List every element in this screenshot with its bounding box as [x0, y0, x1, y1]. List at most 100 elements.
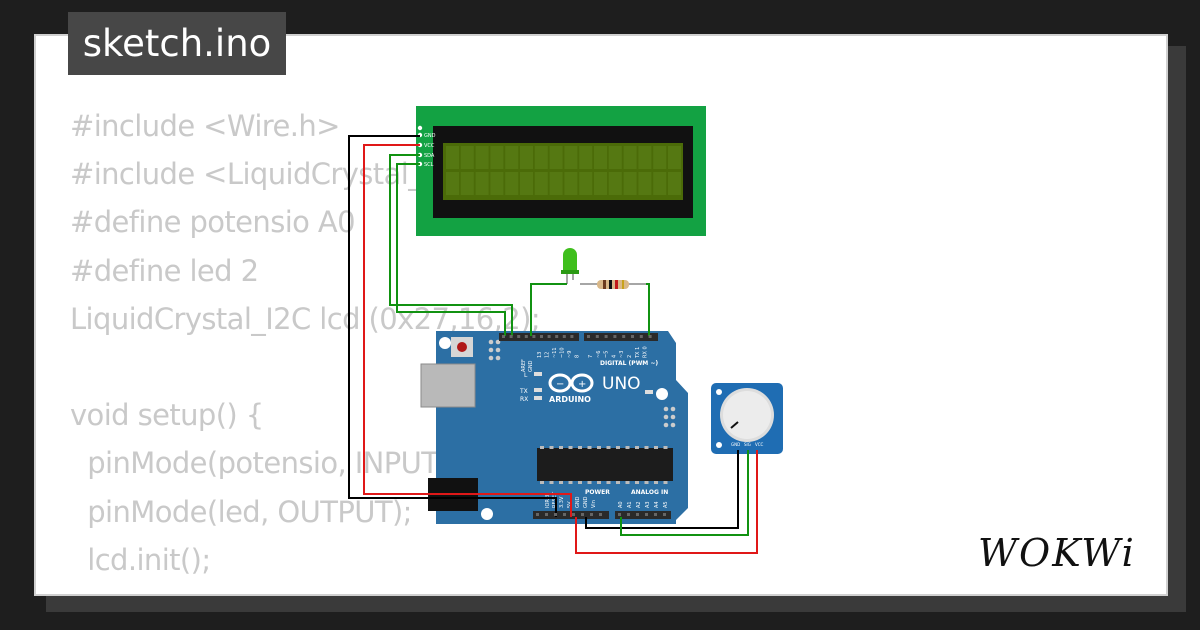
code-line: #define led 2 [70, 253, 259, 288]
lcd-char-cell [520, 172, 533, 195]
lcd-char-cell [549, 172, 563, 195]
tx-label: TX [519, 388, 528, 395]
lcd-char-cell [564, 172, 578, 195]
wire-led-gnd [530, 283, 567, 336]
lcd-char-cell [549, 146, 563, 169]
header-pin[interactable] [590, 513, 593, 516]
header-pin[interactable] [622, 335, 626, 338]
header-pin[interactable] [540, 335, 543, 338]
digital-label: DIGITAL (PWM ~) [600, 360, 658, 367]
header-pin[interactable] [532, 335, 536, 338]
header-pin[interactable] [654, 513, 657, 516]
header-pin[interactable] [587, 335, 590, 338]
analog-pin-label: A2 [636, 501, 642, 508]
green-led[interactable] [561, 248, 579, 284]
lcd-char-cell [505, 172, 519, 195]
arduino-logo-icon [548, 373, 594, 393]
analog-pin-label: A3 [645, 501, 651, 508]
header-pin[interactable] [570, 335, 574, 338]
led-rx-indicator [534, 396, 542, 400]
lcd-char-cell [490, 146, 504, 169]
aref-pin-label: AREF [521, 359, 527, 372]
header-pin[interactable] [639, 335, 643, 338]
digital-pin-label: ~5 [604, 351, 610, 358]
digital-header-left [499, 333, 579, 341]
lcd-character-grid [446, 146, 681, 195]
wire-lcd-scl [396, 163, 506, 336]
header-pin[interactable] [636, 513, 639, 516]
header-pin[interactable] [554, 513, 557, 516]
lcd-pin-scl: SCL [424, 162, 434, 168]
lcd-char-cell [490, 172, 504, 195]
pot-pin-vcc: VCC [755, 442, 764, 447]
digital-pin-label: ~3 [619, 351, 625, 358]
lcd-char-cell [653, 172, 667, 195]
lcd-char-cell [534, 172, 548, 195]
analog-pin-label: A4 [654, 501, 660, 508]
svg-text:+: + [578, 379, 586, 390]
icsp-header [488, 339, 676, 428]
board-brand: ARDUINO [549, 395, 591, 404]
digital-pin-label: 4 [611, 355, 617, 358]
chip-pin [644, 481, 649, 484]
digital-header-right [584, 333, 658, 341]
chip-pin [654, 481, 658, 484]
lcd-char-cell [608, 172, 622, 195]
header-pin[interactable] [509, 335, 513, 338]
wire-pot-gnd [585, 450, 739, 529]
header-pin[interactable] [604, 335, 608, 338]
header-pin[interactable] [517, 335, 521, 338]
header-pin[interactable] [572, 513, 575, 516]
potentiometer[interactable]: GND SIG VCC [711, 383, 783, 454]
digital-pin-label: 8 [575, 355, 581, 358]
header-pin[interactable] [547, 335, 551, 338]
svg-text:−: − [556, 379, 564, 390]
analog-pin-label: A5 [663, 501, 669, 508]
header-pin[interactable] [613, 335, 617, 338]
header-pin[interactable] [648, 335, 652, 338]
lcd-char-cell [579, 172, 593, 195]
lcd-char-cell [653, 146, 667, 169]
arduino-uno-board[interactable]: − + UNO ARDUINO DIGITAL (PWM ~) POWER AN… [420, 331, 688, 524]
lcd-char-cell [460, 172, 474, 195]
board-model: UNO [602, 374, 641, 394]
chip-pin [654, 446, 658, 449]
lcd-char-cell [475, 146, 489, 169]
header-pin[interactable] [524, 335, 528, 338]
header-pin[interactable] [555, 335, 559, 338]
gnd3-pin-label: GND [583, 496, 589, 508]
resistor[interactable] [580, 280, 646, 289]
usb-port [420, 363, 476, 408]
rx-label: RX [520, 396, 528, 403]
header-pin[interactable] [663, 513, 666, 516]
header-pin[interactable] [581, 513, 584, 516]
header-pin[interactable] [536, 513, 539, 516]
lcd-char-cell [668, 172, 681, 195]
gnd2-pin-label: GND [575, 496, 581, 508]
digital-pin-label: RX 0 [643, 346, 649, 358]
chip-pin [625, 481, 630, 484]
header-pin[interactable] [545, 513, 548, 516]
chip-pin [606, 446, 611, 449]
header-pin[interactable] [502, 335, 505, 338]
wokwi-logo: WOKWi [978, 531, 1134, 575]
wire-lcd-sda [389, 154, 513, 336]
header-pin[interactable] [645, 513, 648, 516]
header-pin[interactable] [618, 513, 621, 516]
wire-lcd-gnd [348, 135, 557, 517]
header-pin[interactable] [631, 335, 634, 338]
header-pin[interactable] [562, 335, 566, 338]
pot-pin-gnd: GND [731, 442, 740, 447]
lcd-display[interactable]: GND VCC SDA SCL [416, 106, 706, 236]
header-pin[interactable] [595, 335, 599, 338]
chip-pin [587, 446, 592, 449]
header-pin[interactable] [563, 513, 566, 516]
code-line: void setup() { [70, 398, 264, 433]
gnd-pin-label: GND [528, 360, 534, 372]
analog-pin-label: A1 [627, 501, 633, 508]
header-pin[interactable] [627, 513, 630, 516]
header-pin[interactable] [599, 513, 602, 516]
code-line: pinMode(led, OUTPUT); [70, 494, 412, 529]
